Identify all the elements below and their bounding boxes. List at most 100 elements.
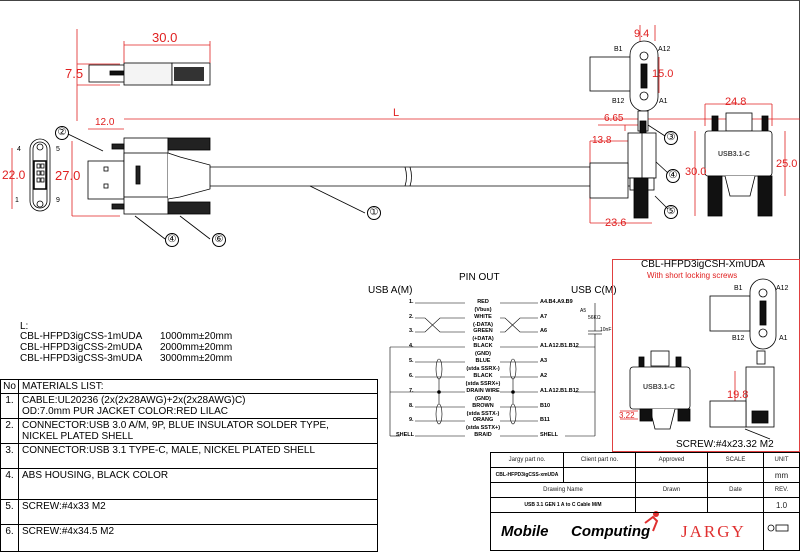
top-view-connector <box>88 62 211 86</box>
rev-label: REV. <box>763 482 800 498</box>
a5-label: A5 <box>580 308 587 314</box>
date-value <box>707 497 764 513</box>
row-line: NICKEL PLATED SHELL <box>22 431 134 442</box>
client-part-label: Client part no. <box>563 452 636 468</box>
usb-c-pin: A2 <box>540 373 548 379</box>
pin-number: 1. <box>409 299 414 305</box>
usb-c-pin: A1.A12.B1.B12 <box>540 343 579 349</box>
connector-marking: USB3.1-C <box>718 151 750 158</box>
signal-name: (stda SSTX+) <box>465 425 501 431</box>
approved-value <box>635 467 708 483</box>
usb-c-pin: A3 <box>540 358 548 364</box>
dim-30: 30.0 <box>685 166 707 178</box>
row-no: 4. <box>0 468 19 500</box>
pin-b1: B1 <box>614 46 623 53</box>
usb-c-pin: A1.A12.B1.B12 <box>540 388 579 394</box>
variant-box <box>612 259 800 452</box>
pinout-left-header: USB A(M) <box>368 285 413 296</box>
row-text: SCREW:#4x33 M2 <box>18 499 378 525</box>
scale-label: SCALE <box>707 452 764 468</box>
pin-number: 5. <box>409 358 414 364</box>
variant-subtitle: With short locking screws <box>647 271 738 280</box>
wire-color: BLACK <box>473 373 493 379</box>
row-line: CONNECTOR:USB 3.0 A/M, 9P, BLUE INSULATO… <box>22 420 329 431</box>
callout-5: ⑤ <box>664 205 678 219</box>
pin-a1: A1 <box>659 98 668 105</box>
callout-6: ⑥ <box>212 233 226 247</box>
row-line: OD:7.0mm PUR JACKET COLOR:RED LILAC <box>22 406 228 417</box>
table-row: 2.CONNECTOR:USB 3.0 A/M, 9P, BLUE INSULA… <box>0 418 378 444</box>
pin-label: 9 <box>56 197 60 204</box>
dim-15: 15.0 <box>652 68 674 80</box>
materials-header: MATERIALS LIST: <box>18 379 378 394</box>
drawn-value <box>635 497 708 513</box>
cable <box>210 166 630 187</box>
callout-1: ① <box>367 206 381 220</box>
usb-c-pin: A4.B4.A9.B9 <box>540 299 573 305</box>
drawing-name-value: USB 3.1 GEN 1 A to C Cable M/M <box>490 497 636 513</box>
drawn-label: Drawn <box>635 482 708 498</box>
usb-c-pin: A7 <box>540 314 548 320</box>
usb-c-pin: A6 <box>540 328 548 334</box>
row-no: 5. <box>0 499 19 525</box>
length-value: 3000mm±20mm <box>160 353 233 364</box>
wire-color: RED <box>477 299 489 305</box>
drawing-name-label: Drawing Name <box>490 482 636 498</box>
usb-c-pin: SHELL <box>540 432 559 438</box>
table-row: 5.SCREW:#4x33 M2 <box>0 499 378 525</box>
pin-b12: B12 <box>612 98 625 105</box>
signal-name: (stda SSRX+) <box>465 381 501 387</box>
wire-color: ORANG <box>472 417 494 423</box>
resistor-label: 56KΩ <box>588 315 601 321</box>
callout-4: ④ <box>666 169 680 183</box>
capacitor-label: 10nF <box>600 327 612 333</box>
callout-3: ③ <box>664 131 678 145</box>
dim-19-8: 19.8 <box>727 389 749 401</box>
wire-color: BROWN <box>472 403 494 409</box>
client-part-value <box>563 467 636 483</box>
dim-L: L <box>393 107 400 119</box>
dim-24-8: 24.8 <box>725 96 747 108</box>
usb-c-side-view <box>589 110 657 219</box>
row-text: CABLE:UL20236 (2x(2x28AWG)+2x(2x28AWG)C)… <box>18 393 378 419</box>
row-no: 2. <box>0 418 19 444</box>
variant-drawings <box>629 278 777 430</box>
table-row: 3.CONNECTOR:USB 3.1 TYPE-C, MALE, NICKEL… <box>0 443 378 469</box>
dim-length-30: 30.0 <box>152 30 178 45</box>
rev-value: 1.0 <box>763 497 800 513</box>
pin-number: 8. <box>409 403 414 409</box>
unit-value: mm <box>763 467 800 483</box>
leader-lines <box>67 124 771 440</box>
dim-height-7-5: 7.5 <box>65 66 84 81</box>
row-text: ABS HOUSING, BLACK COLOR <box>18 468 378 500</box>
usb-c-front-view <box>704 112 773 217</box>
scale-value <box>707 467 764 483</box>
dim-23-6: 23.6 <box>605 217 627 229</box>
pin-number: 9. <box>409 417 414 423</box>
dim-9-4: 9.4 <box>634 28 650 40</box>
length-part: CBL-HFPD3igCSS-2mUDA <box>20 342 143 353</box>
signal-name: (GND) <box>475 396 491 402</box>
usb-c-pin: B10 <box>540 403 551 409</box>
unit-label: UNIT <box>763 452 800 468</box>
wire-color: WHITE <box>474 314 492 320</box>
no-header: No <box>0 379 19 394</box>
row-no: 1. <box>0 393 19 419</box>
row-text: SCREW:#4x34.5 M2 <box>18 524 378 552</box>
jargy-part-value: CBL-HFPD3igCSS-xmUDA <box>490 467 564 483</box>
row-no: 3. <box>0 443 19 469</box>
wire-color: BLACK <box>473 343 493 349</box>
pin-a12: A12 <box>776 285 789 292</box>
signal-name: (Vbus) <box>474 307 492 313</box>
mobile-logo: Mobile <box>501 523 549 540</box>
pin-number: 3. <box>409 328 414 334</box>
wire-color: DRAIN WIRE <box>466 388 500 394</box>
pin-number: SHELL <box>396 432 415 438</box>
pin-label: 5 <box>56 146 60 153</box>
dim-3-22: 3.22 <box>619 411 635 420</box>
front-connector-a <box>87 137 211 215</box>
length-part: CBL-HFPD3igCSS-3mUDA <box>20 353 143 364</box>
